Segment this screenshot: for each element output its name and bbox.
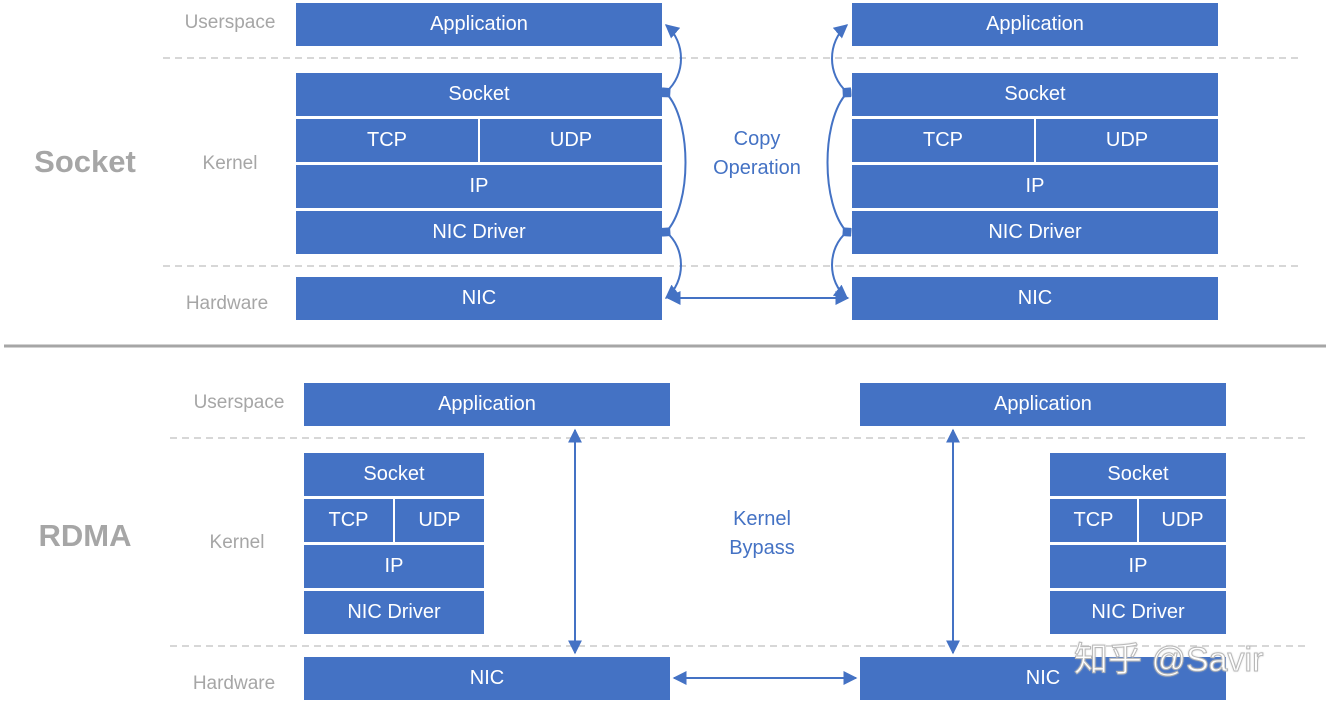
socket-userspace-label: Userspace — [184, 12, 276, 33]
watermark: 知乎 @Savir — [1073, 641, 1264, 680]
copy-operation-note-line-1: Copy — [733, 128, 781, 150]
socket-section-title: Socket — [34, 144, 136, 179]
socket-left-ip: IP — [294, 163, 664, 210]
copy-operation-note: Copy Operation — [687, 125, 827, 183]
socket-right-application: Application — [850, 1, 1220, 48]
rdma-left-ip: IP — [302, 543, 486, 590]
rdma-left-udp: UDP — [393, 497, 486, 544]
rdma-right-nic-driver: NIC Driver — [1048, 589, 1228, 636]
socket-left-copy-arrow-app-socket — [661, 24, 682, 97]
socket-hardware-label: Hardware — [185, 293, 269, 314]
socket-right-tcp: TCP — [850, 117, 1036, 164]
socket-right-nic: NIC — [850, 275, 1220, 322]
rdma-left-nic: NIC — [302, 655, 672, 702]
socket-right-copy-arrow-app-socket — [831, 24, 852, 97]
socket-right-nic-driver: NIC Driver — [850, 209, 1220, 256]
kernel-bypass-note-line-2: Bypass — [729, 537, 795, 559]
socket-kernel-label: Kernel — [202, 153, 258, 174]
rdma-left-application: Application — [302, 381, 672, 428]
socket-left-copy-arrow-socket-driver — [661, 88, 687, 237]
socket-right-copy-arrow-driver-nic — [831, 227, 852, 299]
rdma-right-socket-layer: Socket — [1048, 451, 1228, 498]
rdma-section-title: RDMA — [38, 518, 132, 553]
kernel-bypass-note: Kernel Bypass — [692, 505, 832, 563]
socket-left-nic: NIC — [294, 275, 664, 322]
socket-right-copy-arrow-socket-driver — [826, 88, 852, 237]
socket-left-application: Application — [294, 1, 664, 48]
rdma-userspace-label: Userspace — [193, 392, 285, 413]
rdma-hardware-label: Hardware — [192, 673, 276, 694]
socket-left-copy-arrow-driver-nic — [661, 227, 682, 299]
socket-left-tcp: TCP — [294, 117, 480, 164]
socket-left-nic-driver: NIC Driver — [294, 209, 664, 256]
socket-left-udp: UDP — [478, 117, 664, 164]
rdma-right-udp: UDP — [1137, 497, 1228, 544]
copy-operation-note-line-2: Operation — [713, 157, 801, 179]
rdma-left-nic-driver: NIC Driver — [302, 589, 486, 636]
rdma-left-socket-layer: Socket — [302, 451, 486, 498]
rdma-right-application: Application — [858, 381, 1228, 428]
socket-right-udp: UDP — [1034, 117, 1220, 164]
rdma-kernel-label: Kernel — [209, 532, 265, 553]
rdma-right-nic: NIC — [858, 655, 1228, 702]
kernel-bypass-note-line-1: Kernel — [733, 508, 791, 530]
